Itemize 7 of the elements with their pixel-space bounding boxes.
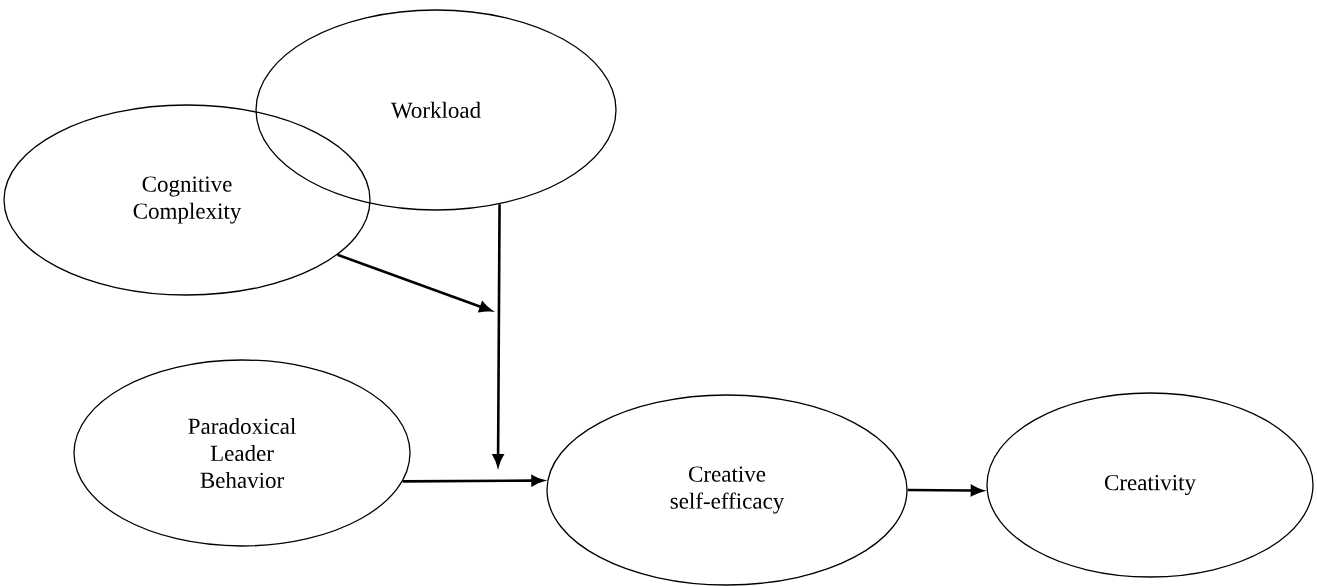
ellipse-node: Creative self-efficacy (546, 394, 908, 586)
ellipse-node: Creativity (986, 392, 1314, 578)
arrow (492, 204, 504, 467)
ellipse-node: Workload (255, 9, 617, 211)
ellipse-node: Cognitive Complexity (3, 104, 371, 296)
ellipse-node: Paradoxical Leader Behavior (73, 359, 411, 547)
arrow (337, 253, 492, 313)
